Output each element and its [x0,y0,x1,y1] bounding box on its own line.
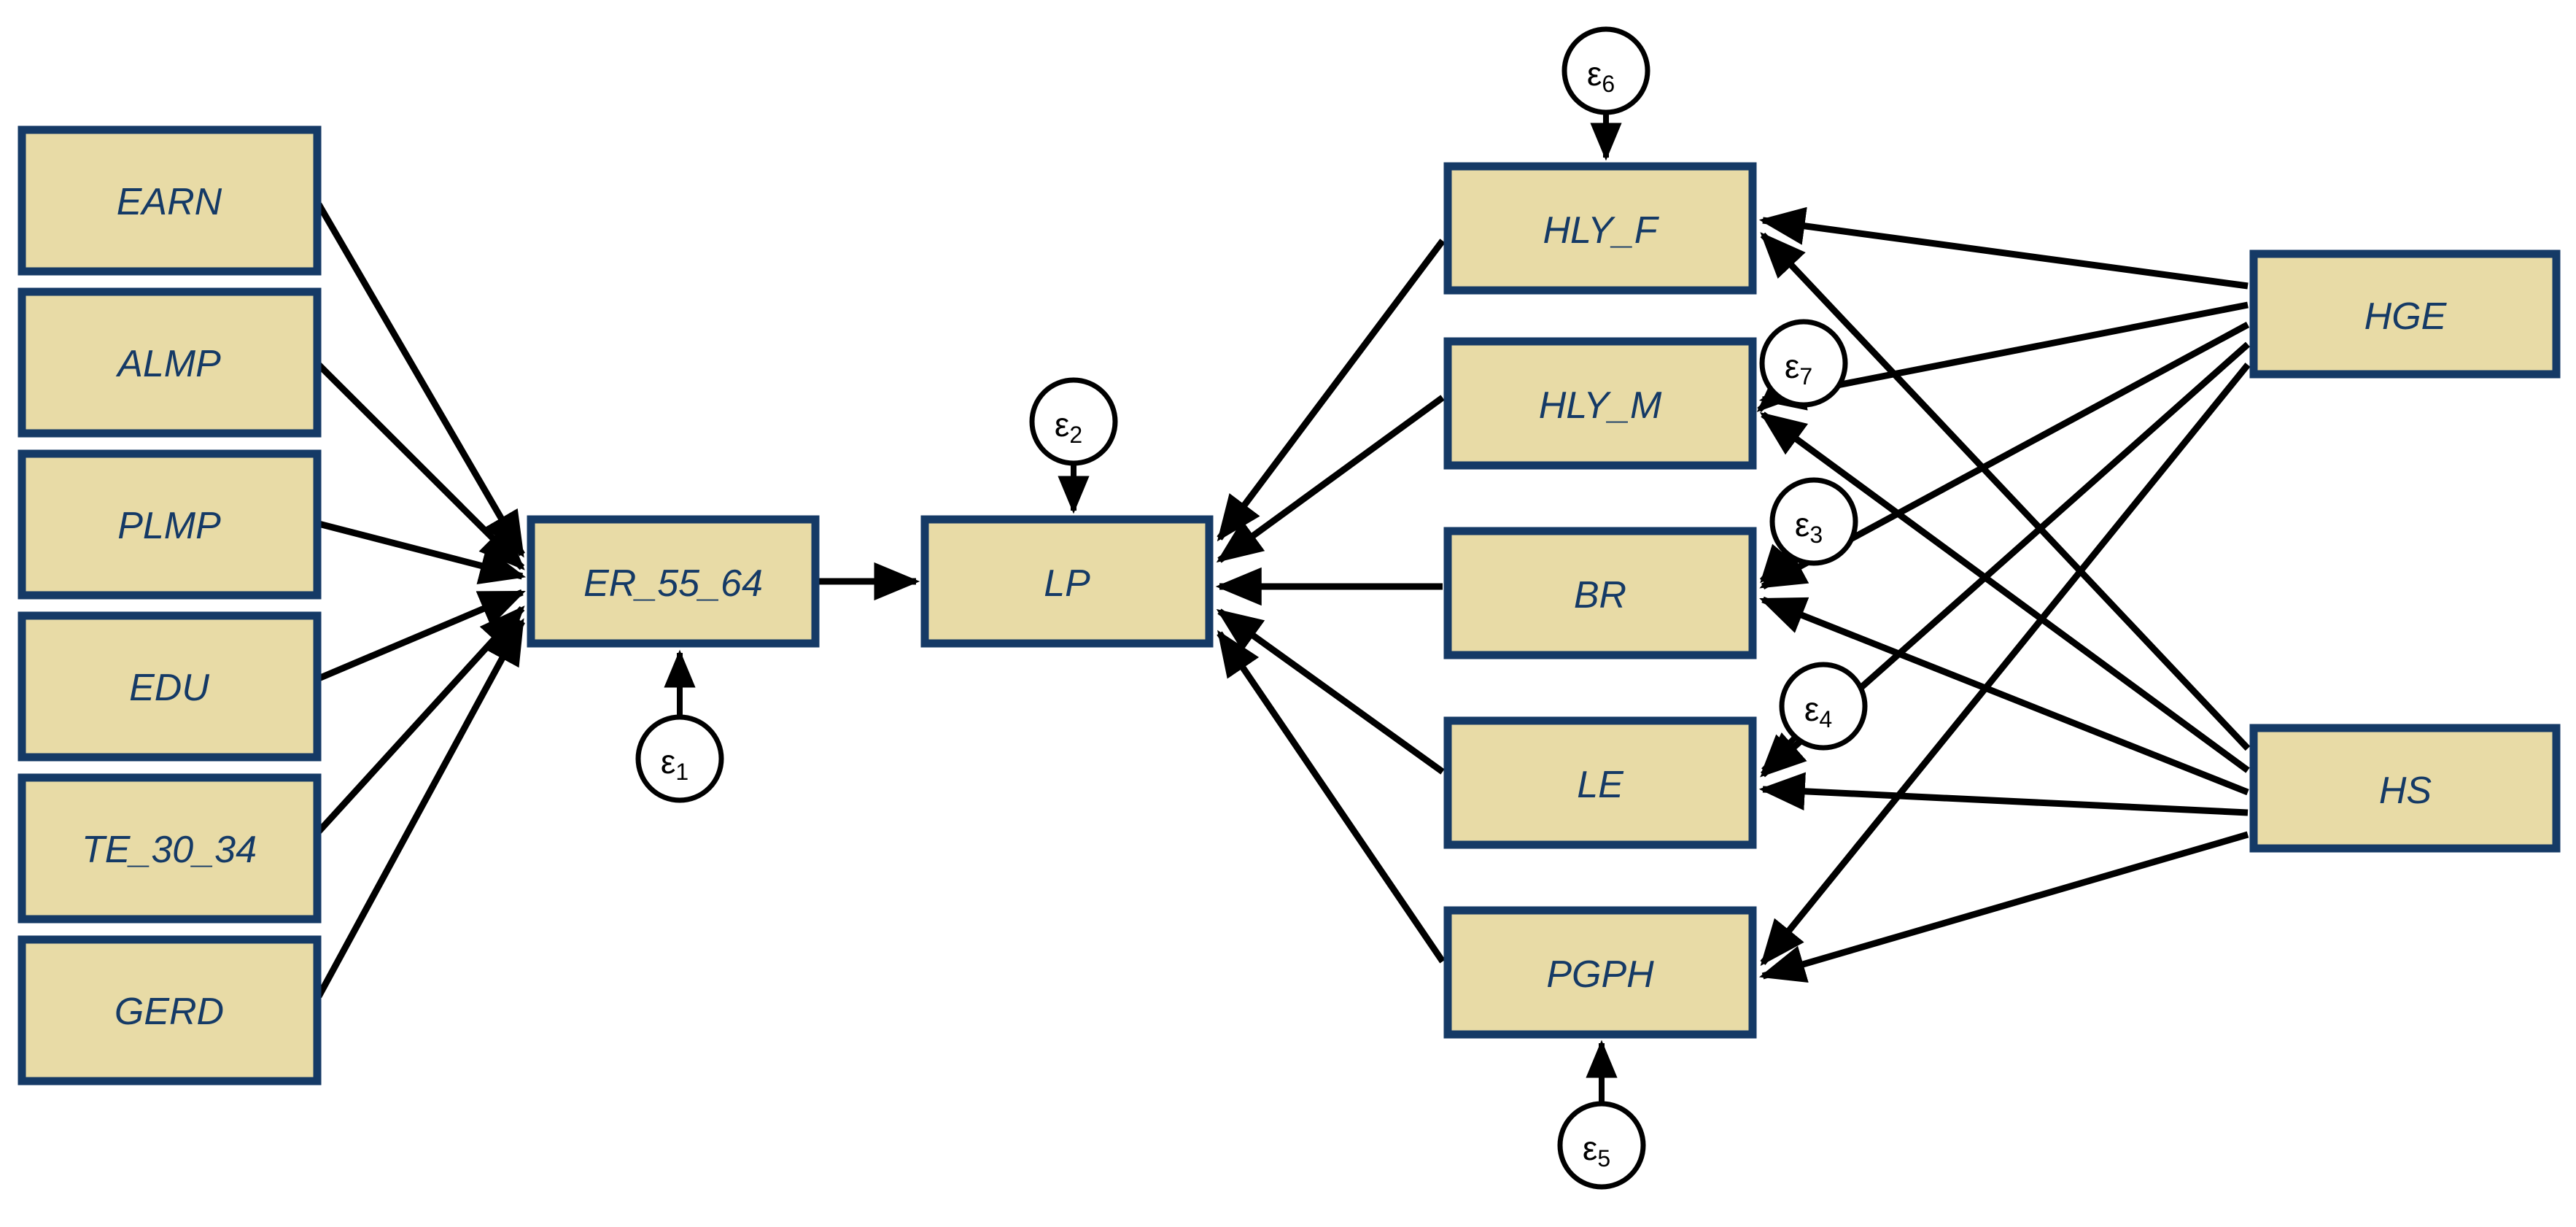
node-br-label: BR [1574,574,1626,616]
node-hs[interactable]: HS [2249,724,2561,853]
error-term-e5[interactable]: ε5 [1557,1101,1646,1190]
error-term-e2-subscript: 2 [1069,422,1082,448]
node-te-30-34[interactable]: TE_30_34 [18,773,322,924]
node-hly-f-label: HLY_F [1543,209,1659,252]
svg-text:ε7: ε7 [1785,347,1812,390]
svg-text:ε3: ε3 [1795,506,1823,548]
node-te-30-34-label: TE_30_34 [82,829,257,871]
edge-gerd-to-er [316,618,525,999]
left-exogenous-group: EARN ALMP PLMP EDU TE_30_34 GERD [18,125,322,1085]
node-le-label: LE [1577,764,1624,806]
edge-hs-to-hlyf [1760,232,2251,751]
edge-le-to-lp [1216,608,1445,775]
edge-e7-to-hlym [1756,374,1796,412]
node-plmp-label: PLMP [117,505,221,547]
edge-plmp-to-er [317,520,527,584]
node-edu-label: EDU [129,667,209,709]
edge-hlym-to-lp [1216,395,1445,563]
svg-text:ε5: ε5 [1583,1129,1610,1172]
edge-almp-to-er [316,362,525,570]
right-indicator-group: HLY_F HLY_M BR LE PGPH [1443,162,1757,1039]
node-gerd-label: GERD [115,991,224,1033]
error-term-e2-symbol: ε [1055,406,1070,444]
node-edu[interactable]: EDU [18,611,322,762]
node-er-55-64[interactable]: ER_55_64 [527,515,820,648]
edge-pgph-to-lp [1217,630,1446,964]
svg-text:ε6: ε6 [1587,55,1615,97]
edge-layer-hge-to-indicators [1758,206,2251,967]
node-earn[interactable]: EARN [18,125,322,276]
mediator-group: ER_55_64 LP [527,515,1214,648]
edge-hge-to-hlym [1758,301,2249,411]
node-gerd[interactable]: GERD [18,935,322,1085]
error-term-e6-symbol: ε [1587,55,1602,93]
edge-hs-to-hlym [1759,411,2250,773]
error-term-e3-subscript: 3 [1809,522,1823,548]
node-almp-label: ALMP [115,343,221,385]
edge-hs-to-le [1758,772,2249,816]
error-term-e4-subscript: 4 [1819,706,1832,732]
edge-hge-to-pgph [1760,363,2251,967]
error-term-e3-symbol: ε [1795,506,1810,543]
node-hge-label: HGE [2364,295,2448,338]
edge-hs-to-pgph [1758,831,2249,983]
error-term-e1[interactable]: ε1 [635,714,724,803]
edge-hs-to-br [1759,596,2249,796]
node-hs-label: HS [2379,770,2432,812]
error-term-e5-symbol: ε [1583,1129,1598,1167]
svg-text:ε1: ε1 [661,743,688,785]
edge-earn-to-er [316,202,525,558]
error-term-group: ε1 ε2 ε3 ε4 [635,26,1868,1190]
node-hly-m-label: HLY_M [1539,384,1662,427]
edge-layer-hs-to-indicators [1758,232,2251,983]
node-le[interactable]: LE [1443,716,1757,849]
edge-e3-to-br [1759,543,1797,584]
node-pgph-label: PGPH [1546,953,1654,996]
node-hly-m[interactable]: HLY_M [1443,337,1757,470]
edge-layer-left-to-er [316,202,527,999]
svg-text:ε2: ε2 [1055,406,1082,448]
error-term-e7-subscript: 7 [1799,363,1812,390]
error-term-e7-symbol: ε [1785,347,1800,385]
node-plmp[interactable]: PLMP [18,449,322,600]
edge-e4-to-le [1761,734,1799,773]
error-term-e1-symbol: ε [661,743,676,781]
node-earn-label: EARN [117,181,222,223]
edge-layer-right-to-lp [1215,239,1446,964]
error-term-e6[interactable]: ε6 [1561,26,1650,115]
node-lp-label: LP [1044,562,1090,605]
node-hge[interactable]: HGE [2249,249,2561,379]
error-term-e1-subscript: 1 [675,759,688,785]
node-er-55-64-label: ER_55_64 [583,562,763,605]
svg-text:ε4: ε4 [1804,690,1832,732]
error-term-e5-subscript: 5 [1597,1145,1610,1172]
node-br[interactable]: BR [1443,527,1757,659]
edge-edu-to-er [317,589,526,682]
error-term-e4-symbol: ε [1804,690,1820,728]
node-almp[interactable]: ALMP [18,287,322,438]
far-right-exogenous-group: HGE HS [2249,249,2561,853]
error-term-e6-subscript: 6 [1602,71,1615,97]
error-term-e3[interactable]: ε3 [1769,477,1858,566]
node-lp[interactable]: LP [920,515,1214,648]
node-hly-f[interactable]: HLY_F [1443,162,1757,295]
edge-hlyf-to-lp [1217,239,1446,542]
edge-layer-errors [664,113,1799,1103]
edge-hge-to-hlyf [1758,206,2249,290]
error-term-e7[interactable]: ε7 [1759,319,1848,408]
node-pgph[interactable]: PGPH [1443,906,1757,1039]
error-term-e2[interactable]: ε2 [1029,377,1118,466]
error-term-e4[interactable]: ε4 [1779,662,1868,751]
edge-te3034-to-er [316,605,525,835]
